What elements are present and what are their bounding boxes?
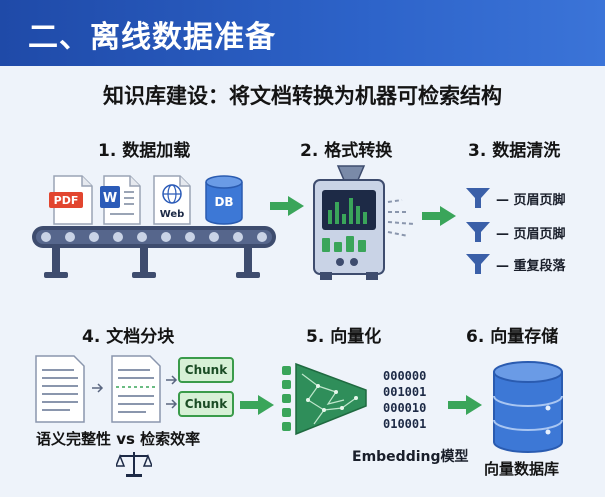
- document-icon: [35, 355, 85, 423]
- web-label: Web: [160, 209, 185, 220]
- word-label: W: [103, 191, 117, 206]
- pdf-document-icon: PDF: [49, 175, 93, 225]
- step-5-title: 5. 向量化: [306, 327, 382, 347]
- vector-row: 001001: [383, 385, 427, 399]
- clean-item-duplicate-paragraphs: — 重复段落: [496, 259, 566, 274]
- funnel-icon: [466, 188, 490, 208]
- balance-scale-icon: [116, 452, 152, 477]
- vector-row: 000010: [383, 401, 427, 415]
- vector-output: 000000 001001 000010 010001: [383, 368, 426, 432]
- cleaning-filters: [466, 188, 490, 274]
- word-document-icon: W: [100, 175, 141, 225]
- arrow-2-to-3: [422, 206, 456, 226]
- vector-row: 000000: [383, 369, 427, 383]
- clean-item-header-footer: — 页眉页脚: [496, 193, 566, 208]
- conveyor-illustration: PDF W Web DB: [32, 175, 276, 278]
- embedding-model-label: Embedding模型: [352, 449, 469, 465]
- small-arrow-icon: [166, 375, 178, 385]
- chunking-illustration: [35, 355, 178, 423]
- step-6-title: 6. 向量存储: [466, 327, 559, 347]
- funnel-icon: [466, 222, 490, 242]
- chunk-box: Chunk: [178, 357, 234, 383]
- funnel-icon: [466, 254, 490, 274]
- embedding-model-icon: [282, 362, 367, 436]
- conveyor-belt: [32, 226, 276, 278]
- split-document-icon: [111, 355, 161, 423]
- arrow-4-to-5: [240, 395, 274, 415]
- header-banner: 二、离线数据准备: [0, 0, 605, 66]
- step-4-title: 4. 文档分块: [82, 327, 175, 347]
- small-arrow-icon: [92, 383, 104, 393]
- database-document-icon: DB: [205, 175, 243, 225]
- web-document-icon: Web: [153, 175, 191, 225]
- arrow-5-to-6: [448, 395, 482, 415]
- vector-row: 010001: [383, 417, 427, 431]
- page-title: 二、离线数据准备: [28, 20, 276, 55]
- clean-item-header-footer-2: — 页眉页脚: [496, 227, 566, 242]
- chunk-box: Chunk: [178, 391, 234, 417]
- vector-db-caption: 向量数据库: [484, 460, 560, 478]
- step-2-title: 2. 格式转换: [300, 141, 393, 161]
- vector-database-icon: [493, 361, 563, 453]
- step-1-title: 1. 数据加载: [98, 141, 191, 161]
- format-converter-machine: [313, 165, 415, 280]
- arrow-1-to-2: [270, 196, 304, 216]
- subtitle: 知识库建设：将文档转换为机器可检索结构: [103, 84, 502, 108]
- chunk-caption: 语义完整性 vs 检索效率: [36, 430, 201, 448]
- pdf-label: PDF: [54, 194, 79, 207]
- small-arrow-icon: [166, 399, 178, 409]
- step-3-title: 3. 数据清洗: [468, 141, 561, 161]
- db-label: DB: [214, 195, 233, 209]
